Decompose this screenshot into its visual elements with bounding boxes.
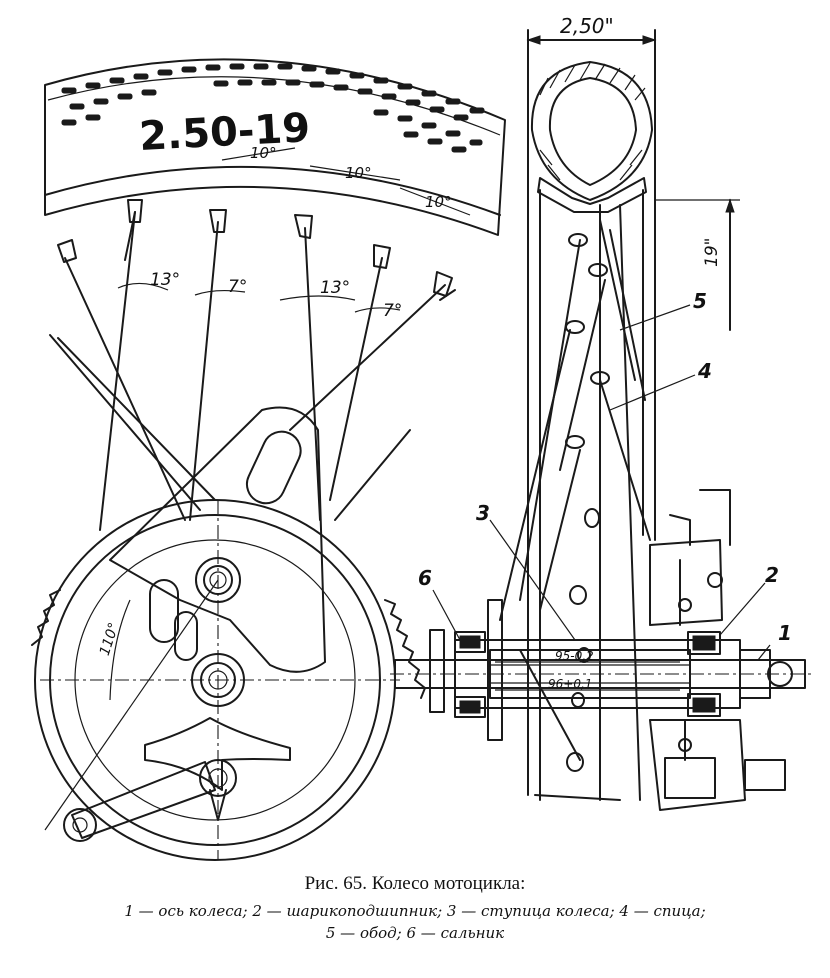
angle-7-right: 7° [383,301,402,321]
tire-section [530,61,653,213]
callout-6: 6 [418,566,432,590]
angle-7-left: 7° [228,277,247,297]
spoke-nipples [57,199,453,297]
hub-dim-outer: 96+0,1 [548,677,592,691]
brake-housing-section [649,489,786,811]
rim-dimension: 19" [655,198,740,331]
hub-dimensions: 95-0,2 96+0,1 [495,649,680,691]
callouts: 1 2 3 4 5 6 [418,289,792,661]
figure-legend-line-1: 1 — ось колеса; 2 — шарикоподшипник; 3 —… [124,902,706,920]
spoke-angle-labels: 13° 7° 13° 7° [117,270,402,321]
callout-5: 5 [693,289,707,313]
angle-110-label: 110° [97,621,123,658]
wheel-drawing: 2.50-19 10° 10° 10° 13° 7° [31,14,815,861]
hub-dim-inner: 95-0,2 [555,649,594,663]
figure-caption-title: Рис. 65. Колесо мотоцикла: [304,873,526,894]
angle-10-first: 10° [250,144,277,162]
rim-walls [527,29,656,801]
angle-10-second: 10° [345,164,372,182]
spokes-left [49,211,456,531]
callout-1: 1 [778,621,792,645]
tire-segment: 2.50-19 [44,58,506,236]
callout-4: 4 [697,359,712,383]
width-dimension: 2,50" [526,14,657,60]
angle-13-right: 13° [320,278,350,298]
rim-dim-label: 19" [702,238,722,267]
hub-section [390,599,815,741]
angle-labels-top: 10° 10° 10° [221,144,471,216]
center-lines-left [40,500,400,860]
brake-lever-arm [63,717,291,842]
brake-plate [109,406,326,673]
angle-10-third: 10° [425,193,452,211]
angle-13-left: 13° [150,270,180,290]
tire-marking: 2.50-19 [138,105,311,160]
tread-pattern [61,63,485,153]
width-dim-label: 2,50" [560,14,614,38]
figure-legend-line-2: 5 — обод; 6 — сальник [325,924,505,942]
callout-2: 2 [765,563,779,587]
callout-3: 3 [476,501,490,525]
